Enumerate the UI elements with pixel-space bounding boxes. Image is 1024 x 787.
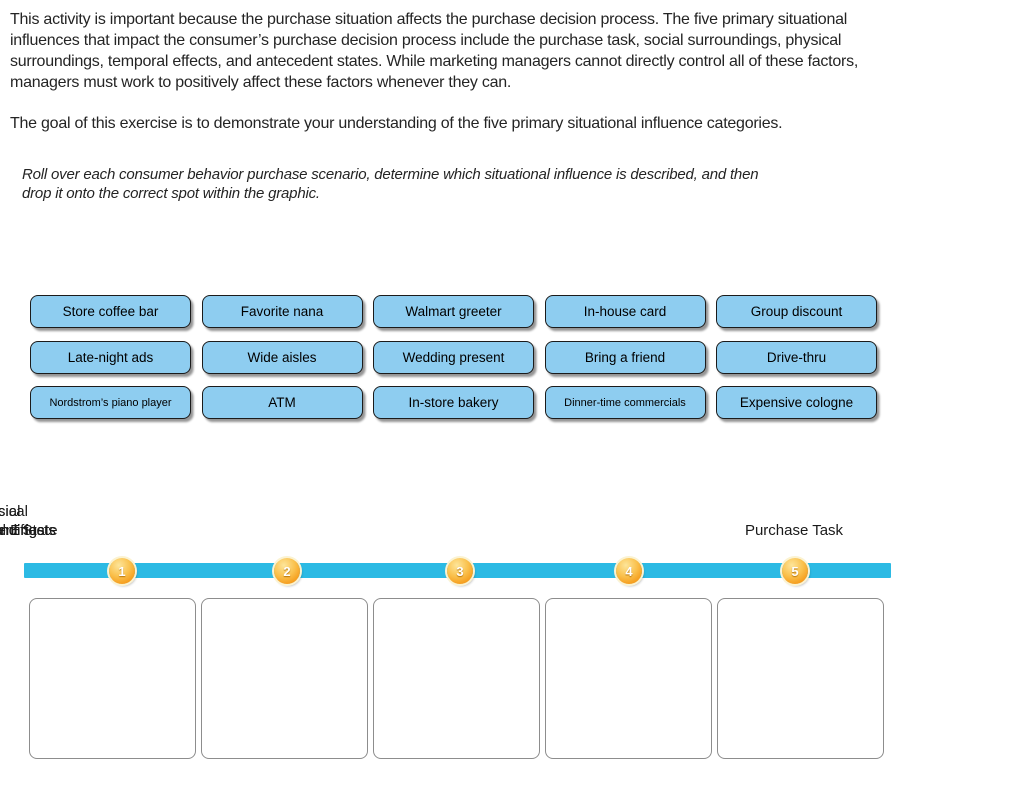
step-marker-number: 3 xyxy=(456,563,464,579)
scenario-tile-group-discount[interactable]: Group discount xyxy=(716,295,877,328)
drop-zone-social-surroundings[interactable] xyxy=(201,598,368,759)
step-marker-2: 2 xyxy=(274,558,300,584)
scenario-tile-expensive-cologne[interactable]: Expensive cologne xyxy=(716,386,877,419)
intro-paragraph: This activity is important because the p… xyxy=(10,11,859,91)
instructions-note: Roll over each consumer behavior purchas… xyxy=(22,166,759,202)
step-marker-number: 2 xyxy=(283,563,291,579)
scenario-tile-atm[interactable]: ATM xyxy=(201,386,363,419)
step-marker-4: 4 xyxy=(616,558,642,584)
scenario-tile-wide-aisles[interactable]: Wide aisles xyxy=(201,340,363,374)
scenario-tile-nordstroms-piano-player[interactable]: Nordstrom’s piano player xyxy=(30,386,191,419)
drop-zone-purchase-task[interactable] xyxy=(29,598,196,759)
scenario-tile-walmart-greeter[interactable]: Walmart greeter xyxy=(373,295,534,328)
step-marker-3: 3 xyxy=(447,558,473,584)
goal-paragraph: The goal of this exercise is to demonstr… xyxy=(10,115,783,132)
step-marker-5: 5 xyxy=(782,558,808,584)
category-label-temporal-effects: Temporal Effects xyxy=(0,521,56,539)
scenario-tile-favorite-nana[interactable]: Favorite nana xyxy=(201,295,363,328)
scenario-tile-grid: Store coffee bar Favorite nana Walmart g… xyxy=(30,295,877,419)
category-label-antecedent-state: Antecedent State xyxy=(0,521,58,539)
scenario-tile-bring-a-friend[interactable]: Bring a friend xyxy=(544,340,706,374)
drop-zone-row xyxy=(29,598,884,759)
scenario-tile-dinner-time-commercials[interactable]: Dinner-time commercials xyxy=(544,386,706,419)
scenario-tile-in-house-card[interactable]: In-house card xyxy=(544,295,706,328)
category-label-purchase-task: Purchase Task xyxy=(744,521,844,539)
category-label-social-surroundings: Social Surroundings xyxy=(0,503,45,539)
step-marker-number: 1 xyxy=(118,563,126,579)
drop-zone-temporal-effects[interactable] xyxy=(545,598,712,759)
drop-zone-antecedent-state[interactable] xyxy=(717,598,884,759)
category-label-physical-surroundings: Physical Surroundings xyxy=(0,503,45,539)
scenario-tile-wedding-present[interactable]: Wedding present xyxy=(373,340,534,374)
scenario-tile-in-store-bakery[interactable]: In-store bakery xyxy=(373,386,534,419)
step-marker-1: 1 xyxy=(109,558,135,584)
drop-zone-physical-surroundings[interactable] xyxy=(373,598,540,759)
scenario-tile-late-night-ads[interactable]: Late-night ads xyxy=(30,340,191,374)
step-marker-number: 5 xyxy=(791,563,799,579)
scenario-tile-drive-thru[interactable]: Drive-thru xyxy=(716,340,877,374)
step-marker-number: 4 xyxy=(625,563,633,579)
scenario-tile-store-coffee-bar[interactable]: Store coffee bar xyxy=(30,295,191,328)
